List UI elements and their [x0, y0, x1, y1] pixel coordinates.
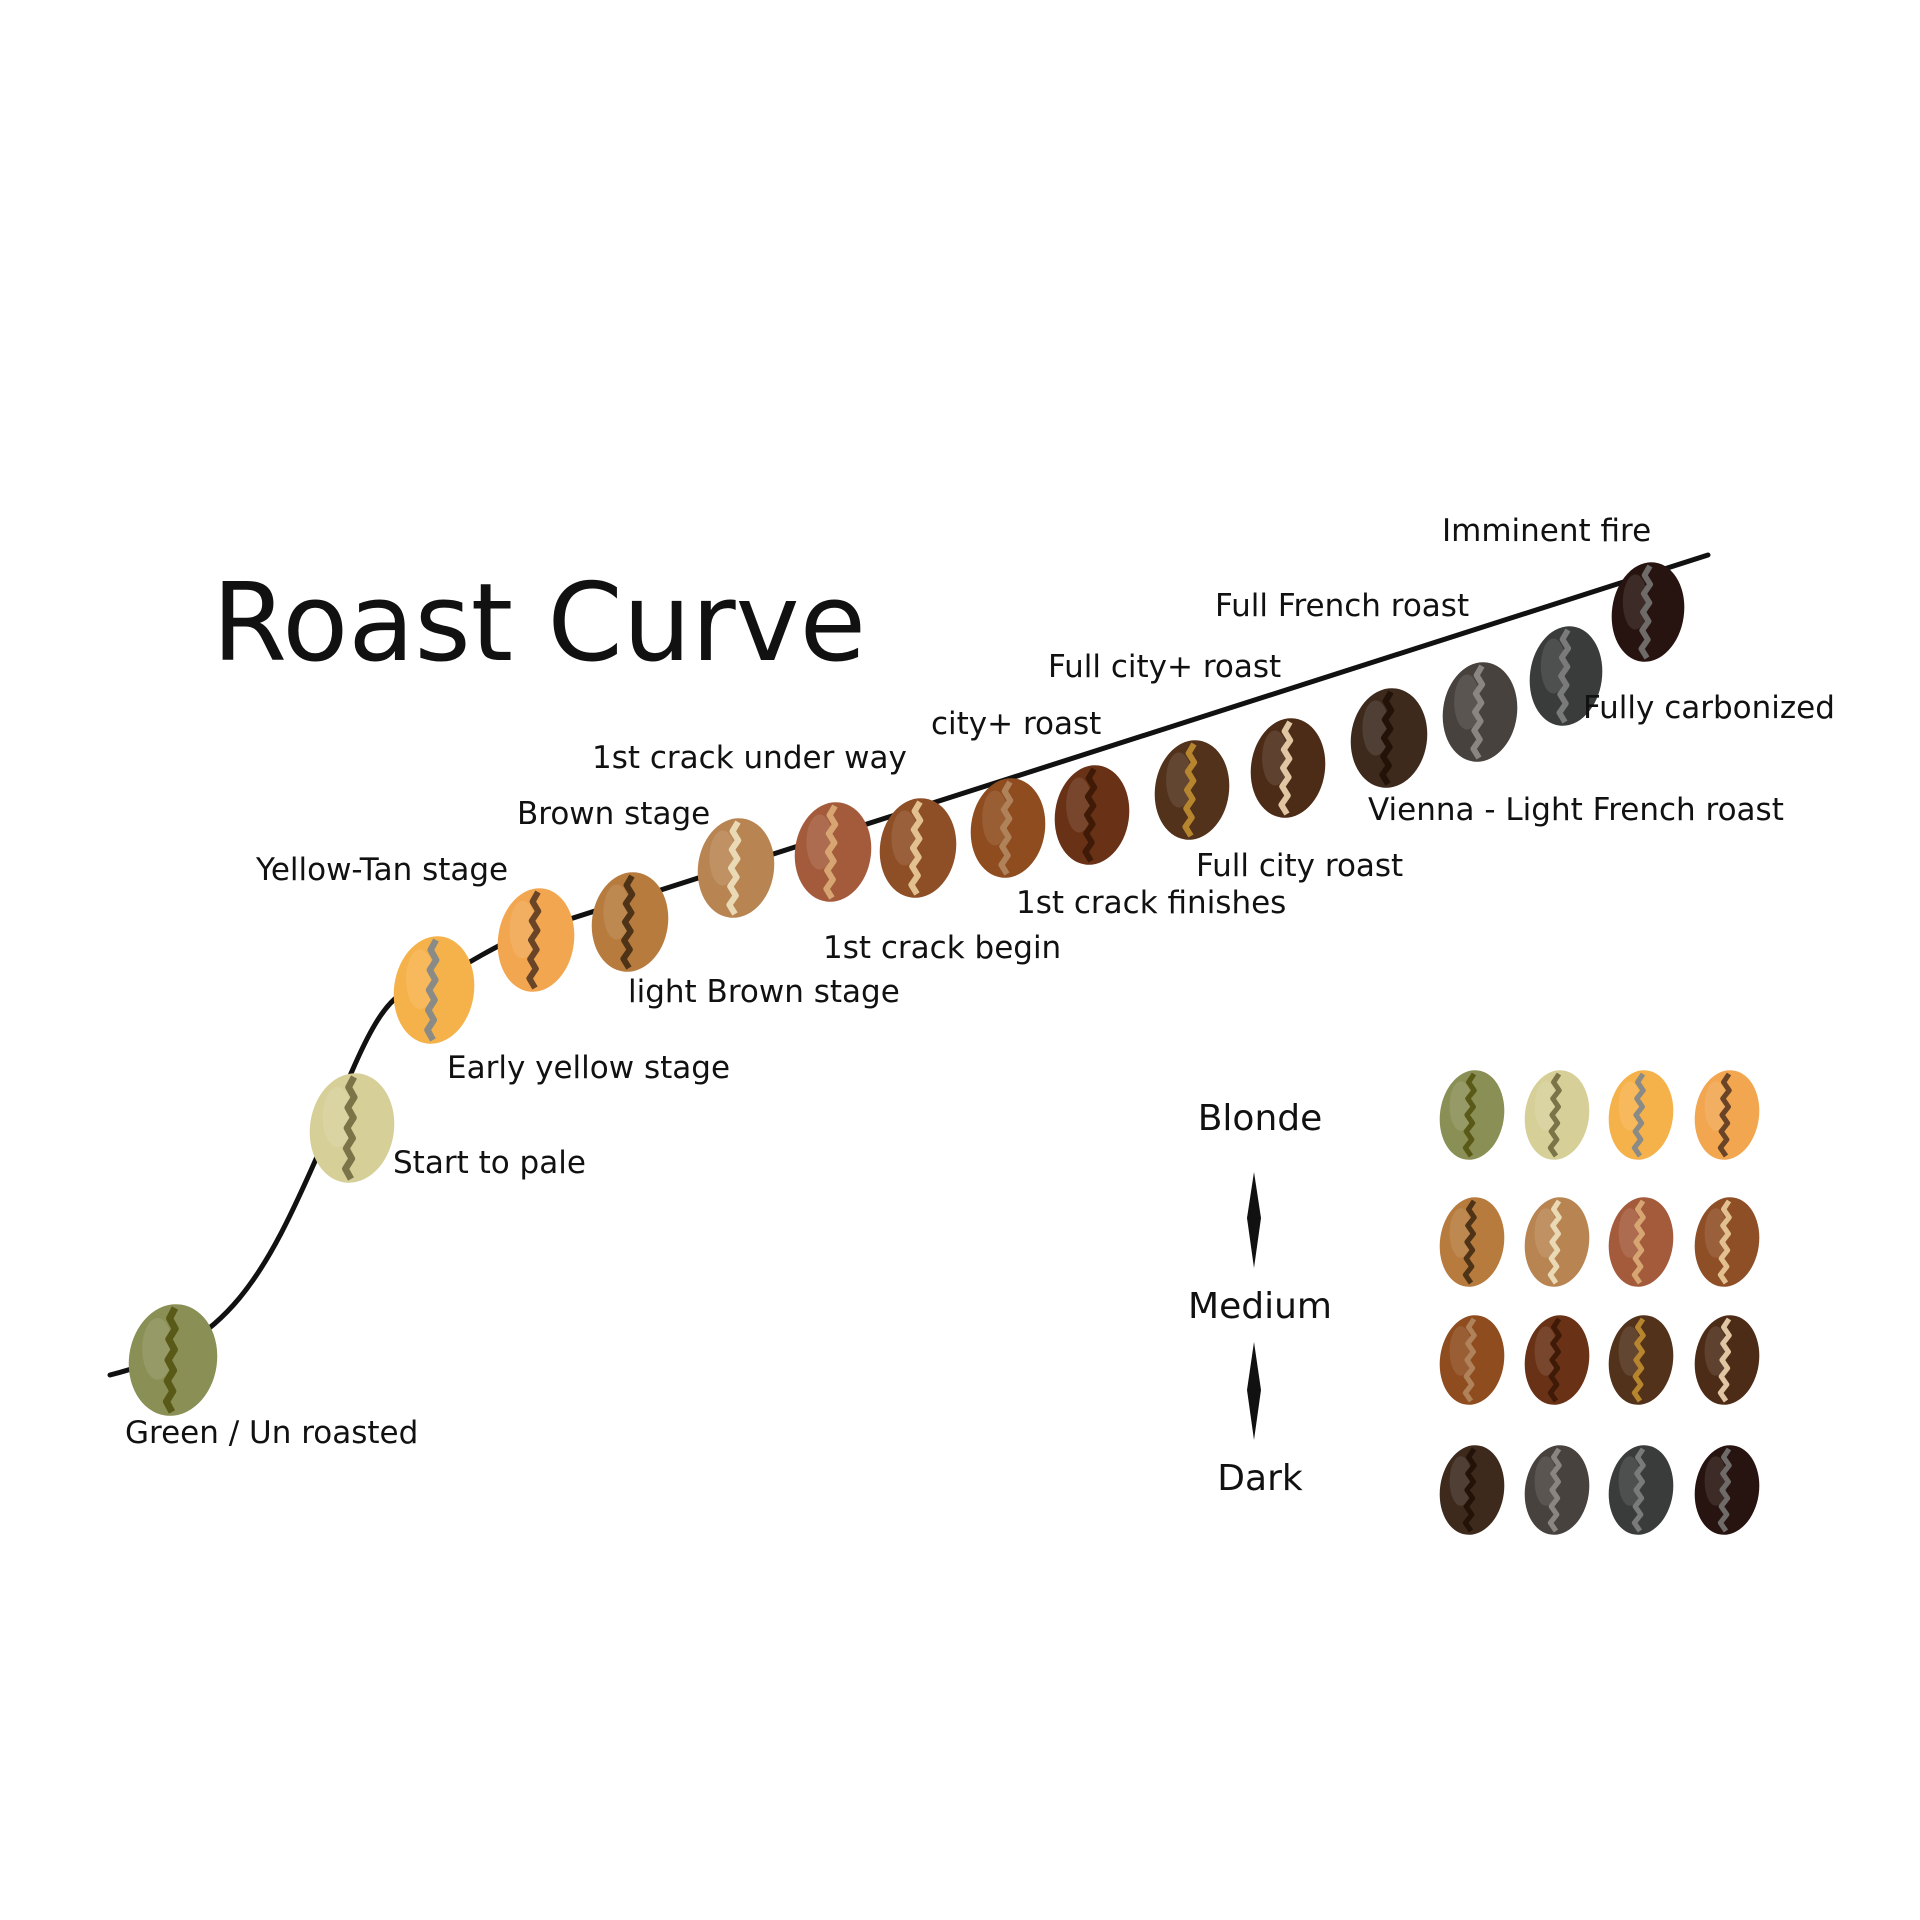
coffee-bean-icon — [1608, 1197, 1674, 1287]
coffee-bean-icon — [1608, 1445, 1674, 1535]
coffee-bean-icon — [1250, 718, 1326, 818]
legend-bean-grid — [1439, 1070, 1760, 1535]
stage-label: Brown stage — [517, 796, 710, 832]
coffee-bean-icon — [1524, 1197, 1590, 1287]
coffee-bean-icon — [393, 936, 475, 1044]
coffee-bean-icon — [1529, 626, 1603, 726]
coffee-bean-icon — [1524, 1445, 1590, 1535]
coffee-bean-icon — [1694, 1315, 1760, 1405]
stage-label: Fully carbonized — [1583, 690, 1835, 726]
coffee-bean-icon — [1608, 1070, 1674, 1160]
roast-stage-beans — [128, 562, 1685, 1416]
coffee-bean-icon — [1694, 1445, 1760, 1535]
coffee-bean-icon — [970, 778, 1046, 878]
coffee-bean-icon — [1154, 740, 1230, 840]
stage-label: Full city roast — [1196, 848, 1403, 884]
double-arrow-icon — [1247, 1342, 1261, 1440]
coffee-bean-icon — [1439, 1315, 1505, 1405]
stage-label: Green / Un roasted — [125, 1415, 418, 1451]
coffee-bean-icon — [309, 1073, 395, 1183]
stage-label: Yellow-Tan stage — [255, 852, 508, 888]
coffee-bean-icon — [1608, 1315, 1674, 1405]
stage-label: city+ roast — [931, 706, 1101, 742]
coffee-bean-icon — [591, 872, 669, 972]
coffee-bean-icon — [1439, 1445, 1505, 1535]
coffee-bean-icon — [1439, 1197, 1505, 1287]
coffee-bean-icon — [697, 818, 775, 918]
page-title: Roast Curve — [212, 561, 866, 686]
stage-label: 1st crack begin — [823, 930, 1061, 966]
stage-label: 1st crack finishes — [1016, 885, 1286, 921]
coffee-bean-icon — [1694, 1197, 1760, 1287]
stage-label: Full city+ roast — [1048, 649, 1281, 685]
coffee-bean-icon — [1442, 662, 1518, 762]
coffee-bean-icon — [128, 1304, 218, 1416]
stage-label: light Brown stage — [628, 974, 900, 1010]
double-arrow-icon — [1247, 1172, 1261, 1268]
stage-label: Full French roast — [1215, 588, 1469, 624]
stage-label: Imminent fire — [1442, 513, 1651, 549]
stage-label: Early yellow stage — [447, 1050, 730, 1086]
legend-level-medium: Medium — [1188, 1286, 1332, 1327]
roast-level-legend: Blonde Medium Dark — [1188, 1070, 1760, 1535]
coffee-bean-icon — [1694, 1070, 1760, 1160]
coffee-bean-icon — [1350, 688, 1428, 788]
legend-level-dark: Dark — [1217, 1458, 1303, 1499]
coffee-bean-icon — [1524, 1315, 1590, 1405]
coffee-bean-icon — [1439, 1070, 1505, 1160]
coffee-bean-icon — [794, 802, 872, 902]
coffee-bean-icon — [1611, 562, 1685, 662]
roast-stage-labels: Green / Un roasted Start to pale Early yel… — [125, 513, 1835, 1451]
coffee-bean-icon — [1054, 765, 1130, 865]
coffee-bean-icon — [497, 888, 575, 992]
stage-label: 1st crack under way — [592, 740, 907, 776]
coffee-bean-icon — [879, 798, 957, 898]
coffee-bean-icon — [1524, 1070, 1590, 1160]
stage-label: Vienna - Light French roast — [1368, 792, 1784, 828]
stage-label: Start to pale — [393, 1145, 586, 1181]
legend-level-blonde: Blonde — [1198, 1098, 1323, 1139]
